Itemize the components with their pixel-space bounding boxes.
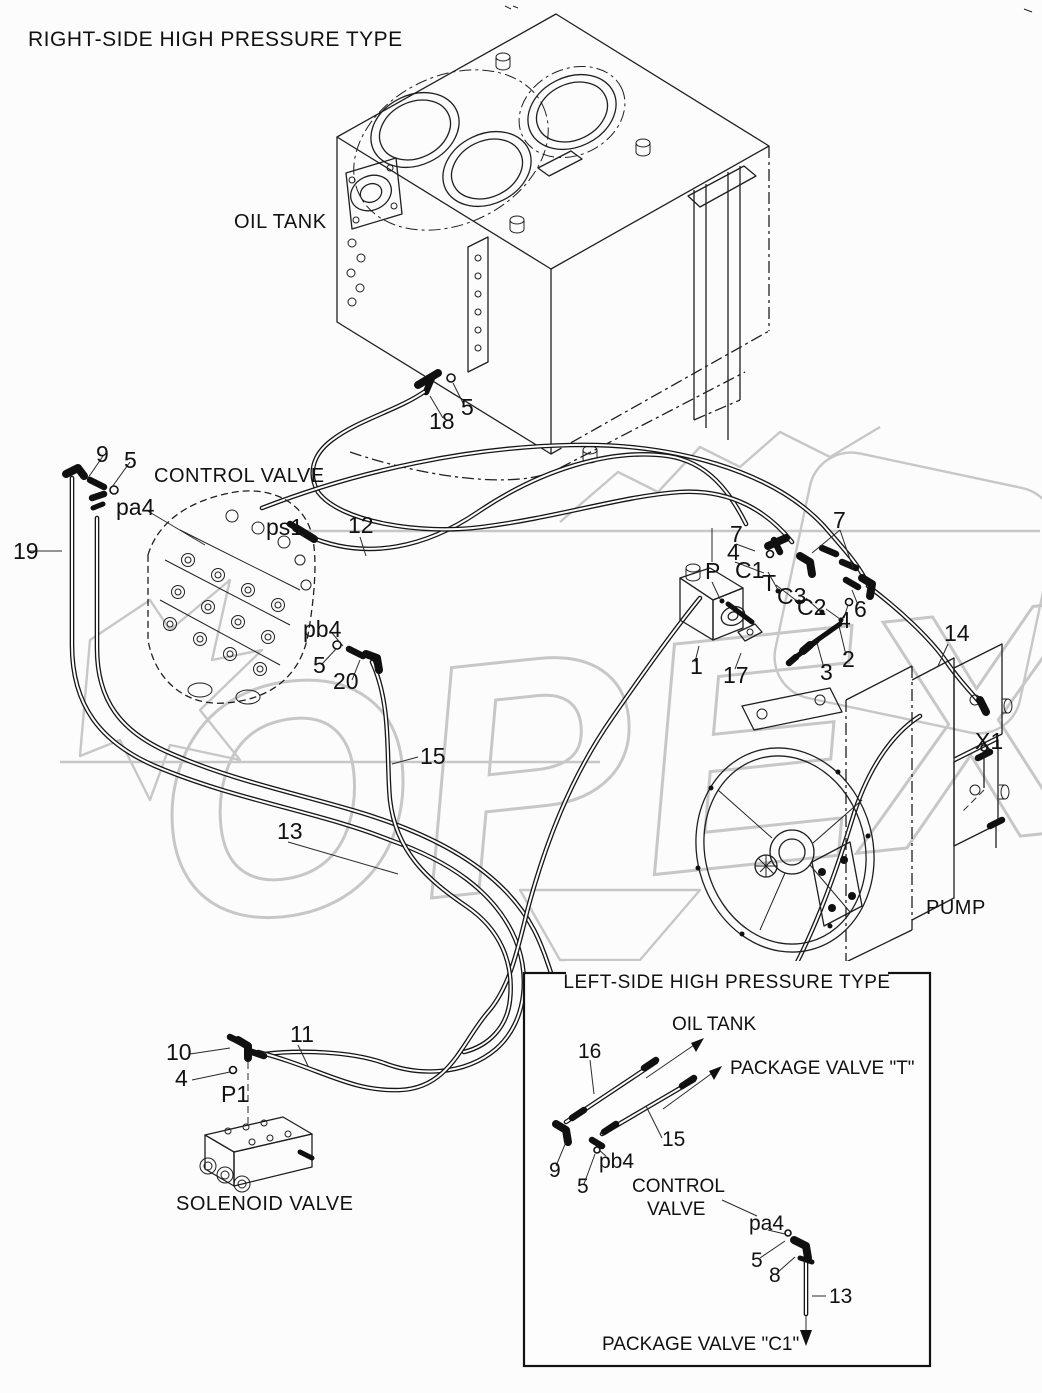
- inset-seal-ring-pa4: [784, 1229, 792, 1237]
- stray-mark: [504, 5, 519, 10]
- callout-port-p: P: [705, 558, 720, 584]
- callout-2: 2: [842, 646, 855, 672]
- package-valve-drawing: [679, 534, 876, 667]
- callout-17: 17: [723, 662, 749, 688]
- callout-ps1: ps1: [266, 514, 303, 540]
- callout-5-b: 5: [313, 652, 326, 678]
- callout-1: 1: [690, 653, 703, 679]
- callout-6: 6: [854, 596, 867, 622]
- page-title: RIGHT-SIDE HIGH PRESSURE TYPE: [28, 28, 403, 51]
- callout-4-a: 4: [727, 539, 740, 565]
- hose-14-end-collar: [976, 696, 990, 716]
- callout-15: 15: [420, 743, 446, 769]
- callout-9: 9: [96, 441, 109, 467]
- inset-label-control: CONTROL: [632, 1176, 725, 1197]
- label-pump: PUMP: [926, 897, 986, 919]
- inset-callout-5-a: 5: [577, 1175, 589, 1198]
- inset-box: [522, 961, 932, 1368]
- label-solenoid-valve: SOLENOID VALVE: [176, 1193, 353, 1215]
- seal-ring-4: [228, 1065, 238, 1075]
- inset-seal-ring-pb4: [593, 1146, 601, 1154]
- seal-ring-5: [109, 485, 119, 495]
- inset-label-oil-tank: OIL TANK: [672, 1014, 756, 1035]
- x1-port-fitting: [961, 744, 1006, 848]
- inset-label-package-valve-c1: PACKAGE VALVE "C1": [602, 1334, 799, 1355]
- inset-callout-8: 8: [769, 1264, 781, 1287]
- callout-pa4: pa4: [116, 494, 155, 520]
- callout-4-b: 4: [838, 607, 851, 633]
- callout-port-c2: C2: [797, 594, 826, 620]
- watermark: OPEX: [60, 425, 1042, 997]
- callout-x1: X1: [975, 728, 1003, 754]
- seal-ring-4: [765, 549, 775, 559]
- callout-14: 14: [944, 620, 970, 646]
- control-valve-drawing: [62, 464, 383, 705]
- inset-label-valve: VALVE: [647, 1199, 705, 1220]
- callout-20: 20: [333, 668, 359, 694]
- tank-drain-fitting-18: [414, 369, 456, 396]
- fittings-cluster: [719, 534, 876, 623]
- elbow-fitting-9: [62, 464, 119, 511]
- oil-tank-drawing: [336, 13, 770, 481]
- tank-side-ports: [346, 238, 366, 307]
- callout-5-c: 5: [461, 394, 474, 420]
- callout-p1: P1: [221, 1081, 249, 1107]
- callout-pb4: pb4: [303, 616, 342, 642]
- callout-5-a: 5: [124, 447, 137, 473]
- inset-callout-pb4: pb4: [599, 1150, 634, 1173]
- inset-title: LEFT-SIDE HIGH PRESSURE TYPE: [563, 972, 890, 993]
- callout-7-a: 7: [730, 521, 743, 547]
- arrow-to-package-valve-t: [709, 1066, 722, 1080]
- label-control-valve: CONTROL VALVE: [154, 465, 325, 487]
- inset-callout-9: 9: [549, 1159, 561, 1182]
- arrow-to-oil-tank: [691, 1038, 704, 1052]
- cone-fitting-6: [842, 576, 862, 591]
- callout-19: 19: [13, 538, 39, 564]
- inset-elbow-8: [790, 1236, 812, 1262]
- seal-ring-5: [446, 373, 456, 383]
- callout-port-c3: C3: [777, 583, 806, 609]
- pb4-fitting-20: [332, 640, 383, 674]
- callout-3: 3: [820, 659, 833, 685]
- ps1-fitting: [286, 520, 318, 543]
- inset-callout-15: 15: [662, 1128, 685, 1151]
- callout-4-c: 4: [175, 1065, 188, 1091]
- inset-title-backing: [566, 961, 888, 985]
- seal-ring-4: [844, 597, 854, 607]
- callout-port-t: T: [762, 570, 776, 596]
- bolt-3: [785, 638, 820, 667]
- inset-callout-5-b: 5: [751, 1249, 763, 1272]
- label-oil-tank: OIL TANK: [234, 211, 327, 233]
- elbow-fitting-10: [226, 1033, 268, 1075]
- stray-mark: [1023, 8, 1033, 13]
- callout-18: 18: [429, 408, 455, 434]
- leader-lines-main: [30, 382, 949, 1124]
- callout-10: 10: [166, 1039, 192, 1065]
- elbow-fitting-14: [858, 574, 876, 600]
- leader-lines-inset: [555, 1059, 826, 1297]
- inset-callout-pa4: pa4: [749, 1212, 784, 1235]
- inset-label-package-valve-t: PACKAGE VALVE "T": [730, 1058, 915, 1079]
- callout-port-c1: C1: [735, 557, 764, 583]
- callout-12: 12: [348, 512, 374, 538]
- solenoid-valve-drawing: [199, 1033, 315, 1193]
- pump-drawing: [695, 643, 1013, 963]
- inset-arrows: [645, 1038, 812, 1346]
- arrow-to-package-valve-c1: [800, 1330, 812, 1346]
- callout-11: 11: [290, 1021, 314, 1047]
- tank-port-strip: [474, 254, 482, 352]
- callout-13: 13: [277, 818, 303, 844]
- inset-callout-16: 16: [578, 1040, 601, 1063]
- inset-fittings: [552, 1056, 815, 1265]
- component-labels: OIL TANK CONTROL VALVE SOLENOID VALVE PUMP: [154, 211, 986, 1215]
- inset-callout-13: 13: [829, 1285, 852, 1308]
- callout-7-b: 7: [833, 507, 846, 533]
